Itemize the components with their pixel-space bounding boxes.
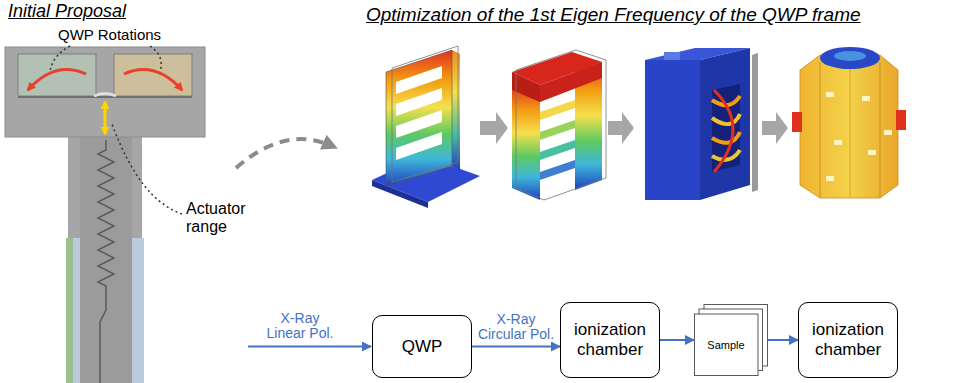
fea-model-4-part — [862, 96, 870, 101]
fea-model-4-part — [792, 112, 802, 132]
fea-model-2-part — [540, 160, 575, 180]
fea-model-1-part — [396, 88, 442, 116]
fea-model-3-part — [700, 48, 750, 200]
initial-proposal-drawing-part — [5, 47, 205, 137]
transition-arrow-part — [236, 139, 332, 168]
initial-proposal-drawing-part — [66, 238, 73, 383]
step-arrow — [608, 112, 634, 144]
fea-model-3-part — [712, 84, 740, 172]
fea-model-1 — [372, 46, 480, 208]
fea-model-1-part — [396, 66, 442, 94]
node-text: QWP — [402, 337, 443, 357]
fea-model-2-part — [516, 50, 606, 200]
fea-model-2-part — [540, 62, 602, 102]
sample-stack: Sample — [694, 304, 768, 376]
fea-model-3-part — [752, 53, 758, 192]
section-heading: Optimization of the 1st Eigen Frequency … — [366, 5, 861, 26]
initial-proposal-drawing-part — [28, 70, 86, 90]
initial-proposal-drawing-part — [18, 96, 192, 98]
initial-proposal-drawing-part — [150, 46, 161, 72]
beam-label: X-Ray Linear Pol. — [264, 311, 336, 342]
node-text: ionization chamber — [810, 320, 886, 359]
detector-box: ionization chamber — [560, 302, 660, 378]
initial-proposal-drawing-part — [104, 102, 107, 134]
initial-proposal-drawing-part — [98, 140, 114, 383]
step-arrow — [762, 112, 788, 144]
fea-model-3-part — [714, 90, 733, 172]
fea-model-3-part — [645, 60, 700, 200]
fea-model-2 — [512, 50, 606, 200]
initial-proposal-drawing-part — [112, 124, 182, 214]
fea-model-2-part — [540, 140, 575, 160]
fea-model-4-part — [800, 55, 898, 198]
fea-model-4-part — [826, 176, 834, 181]
detector-box: ionization chamber — [798, 302, 898, 378]
fea-model-1-part — [386, 50, 452, 186]
fea-model-3-part — [712, 132, 740, 143]
fea-model-4 — [792, 47, 906, 198]
fea-model-4-part — [834, 140, 842, 145]
initial-proposal-drawing-part — [18, 54, 96, 96]
initial-proposal-drawing-part — [94, 94, 116, 97]
transition-arrow — [236, 139, 332, 168]
fea-model-1-part — [392, 46, 458, 182]
fea-model-3 — [645, 48, 758, 200]
fea-model-4-part — [820, 47, 880, 69]
fea-model-2-part — [540, 120, 575, 140]
beam-arrow — [660, 339, 694, 341]
initial-proposal-drawing-part — [80, 130, 132, 383]
fea-model-4-part — [850, 66, 851, 198]
callout-label: Actuator range — [186, 200, 266, 235]
initial-proposal-drawing-part — [50, 46, 70, 72]
fea-model-4-part — [868, 150, 876, 155]
initial-proposal-drawing-part — [114, 54, 192, 96]
initial-proposal-drawing-part — [124, 70, 182, 90]
fea-model-3-part — [664, 52, 680, 60]
sample-page — [695, 314, 759, 376]
fea-model-1-part — [396, 132, 442, 160]
beam-label: X-Ray Circular Pol. — [476, 312, 556, 343]
fea-model-1-part — [452, 50, 460, 170]
node-text: ionization chamber — [572, 320, 648, 359]
fea-model-4-part — [880, 62, 881, 198]
node-text: Sample — [707, 339, 744, 352]
beam-arrow — [768, 339, 798, 341]
callout-label: QWP Rotations — [58, 27, 161, 44]
fea-model-1-part — [396, 110, 442, 138]
input-beam-arrow-part — [248, 346, 371, 348]
fea-model-2-part — [540, 100, 575, 120]
input-beam-arrow — [248, 346, 371, 347]
fea-model-4-part — [834, 51, 866, 61]
fea-model-4-part — [820, 62, 821, 198]
fea-model-3-part — [712, 114, 740, 124]
beam-arrow — [472, 346, 560, 348]
fea-model-1-part — [372, 180, 428, 208]
initial-proposal-drawing — [5, 46, 205, 383]
process-box: QWP — [372, 315, 472, 378]
section-heading: Initial Proposal — [8, 2, 126, 22]
fea-model-4-part — [896, 110, 906, 130]
step-arrow — [480, 112, 508, 144]
fea-model-4-part — [884, 130, 892, 135]
fea-model-4-part — [826, 92, 834, 97]
